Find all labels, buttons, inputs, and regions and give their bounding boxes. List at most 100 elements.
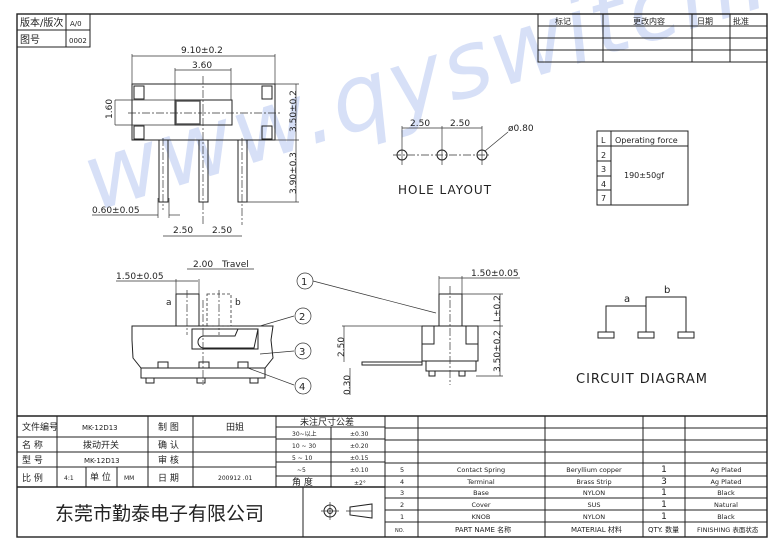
rev-header-mark: 标记	[555, 16, 571, 26]
circuit-title: CIRCUIT DIAGRAM	[576, 372, 708, 387]
hole-diameter: ø0.80	[508, 124, 534, 134]
bom-qty: 1	[661, 500, 667, 510]
bom-part-name: Base	[473, 489, 489, 497]
dim-knob-height: L±0.2	[493, 295, 503, 322]
dim-knob-width: 1.50±0.05	[116, 272, 164, 282]
bom-row: 2 Cover SUS 1 Natural	[400, 500, 738, 510]
rev-header-content: 更改内容	[633, 16, 665, 26]
circuit-label-b: b	[664, 285, 670, 296]
bom-material: Brass Strip	[576, 478, 611, 486]
unit-label: 单 位	[90, 471, 111, 483]
bom-material: Beryllium copper	[566, 466, 622, 474]
bom-no: 3	[400, 489, 404, 497]
rev-header-date: 日期	[697, 17, 713, 26]
dim-pin-length: 3.90±0.3	[289, 152, 299, 194]
model-label: 型 号	[22, 455, 43, 466]
bom-header-qty: QTY. 数量	[648, 525, 679, 534]
bom-qty: 3	[661, 477, 667, 487]
bom-finishing: Ag Plated	[710, 466, 741, 474]
unit: MM	[124, 475, 134, 482]
bom-row: 1 KNOB NYLON 1 Black	[400, 512, 735, 522]
bom-header-part: PART NAME 名称	[455, 525, 511, 534]
hole-pitch-1: 2.50	[410, 119, 430, 129]
drawing-no-value: 0002	[69, 37, 87, 45]
rev-header-approve: 批准	[733, 16, 749, 26]
bom-part-name: Cover	[471, 501, 490, 509]
bom-part-name: KNOB	[472, 513, 491, 521]
length-value: 2	[601, 151, 606, 160]
bom-no: 2	[400, 501, 404, 509]
dim-width: 9.10±0.2	[181, 46, 223, 56]
drawing-no-label: 图号	[20, 34, 40, 46]
dim-pitch-2: 2.50	[212, 226, 232, 236]
angle-tolerance: ±2°	[354, 480, 366, 487]
title-block: 文件编号 MK-12D13 名 称 拨动开关 型 号 MK-12D13 比 例 …	[17, 415, 767, 537]
knob-position-a	[175, 293, 200, 327]
label-a: a	[166, 298, 172, 308]
dim-height: 3.50±0.2	[289, 90, 299, 132]
dim-slot: 3.60	[192, 61, 212, 71]
side-view: 1.50±0.05 L±0.2 3.50±0.2 2.50 0.30	[337, 269, 520, 395]
bom-header-material: MATERIAL 材料	[571, 525, 622, 534]
callout-3: 3	[294, 342, 312, 360]
dim-lead-thickness: 0.30	[343, 375, 353, 395]
bom-material: SUS	[587, 501, 600, 509]
length-value: 3	[601, 165, 606, 174]
tolerance-range: 30~以上	[292, 430, 317, 438]
version-label: 版本/版次	[20, 16, 63, 29]
hole-pitch-2: 2.50	[450, 119, 470, 129]
file-no: MK-12D13	[82, 424, 118, 432]
knob-top	[175, 100, 201, 125]
hole-layout: 2.50 2.50 ø0.80 HOLE LAYOUT	[393, 119, 534, 197]
tolerance-value: ±0.30	[350, 431, 369, 438]
bom-qty: 1	[661, 465, 667, 475]
name-label: 名 称	[22, 439, 43, 451]
bom-header-no: NO.	[395, 528, 404, 534]
tolerance-value: ±0.15	[350, 455, 369, 462]
callout-2: 2	[294, 307, 312, 325]
header-box: 版本/版次 A/0 图号 0002	[16, 13, 91, 48]
bom-qty: 1	[661, 512, 667, 522]
label-b: b	[235, 298, 241, 308]
hole-layout-title: HOLE LAYOUT	[398, 183, 492, 197]
col-l: L	[601, 136, 606, 145]
bom-finishing: Natural	[714, 501, 738, 509]
dim-travel: 2.00	[193, 260, 213, 270]
col-force: Operating force	[615, 136, 678, 145]
callout-1: 1	[296, 272, 314, 290]
circuit-label-a: a	[624, 294, 630, 305]
dim-body-height: 3.50±0.2	[493, 330, 503, 372]
svg-text:3: 3	[299, 347, 305, 358]
bom-finishing: Black	[717, 513, 735, 521]
bom-no: 5	[400, 466, 404, 474]
bom-material: NYLON	[583, 489, 605, 497]
date-label: 日 期	[158, 473, 179, 484]
review-label: 审 核	[158, 454, 179, 466]
angle-label: 角 度	[292, 476, 313, 488]
model: MK-12D13	[84, 457, 120, 465]
dim-pitch-1: 2.50	[173, 226, 193, 236]
tolerance-value: ±0.10	[350, 467, 369, 474]
confirm-label: 确 认	[158, 439, 179, 451]
tolerance-title: 未注尺寸公差	[300, 416, 354, 428]
svg-text:4: 4	[299, 382, 305, 393]
front-view: 1.50±0.05 2.00 Travel a b 2 3 4 1	[116, 260, 437, 395]
bom-header-finishing: FINISHING 表面状态	[697, 525, 759, 534]
bom-material: NYLON	[583, 513, 605, 521]
drawn-by: 田姐	[226, 421, 244, 433]
revision-table: 标记 更改内容 日期 批准	[537, 13, 768, 63]
version-value: A/0	[70, 20, 82, 28]
dim-knob: 1.60	[105, 99, 115, 119]
dim-lead-height: 2.50	[337, 337, 347, 357]
length-value: 7	[601, 194, 606, 203]
callout-4: 4	[294, 377, 312, 395]
svg-text:1: 1	[301, 277, 307, 288]
projection-symbol-icon	[321, 502, 373, 520]
tolerance-range: 10 ~ 30	[292, 443, 316, 450]
bom-no: 1	[400, 513, 404, 521]
circuit-diagram: a b CIRCUIT DIAGRAM	[576, 285, 708, 387]
